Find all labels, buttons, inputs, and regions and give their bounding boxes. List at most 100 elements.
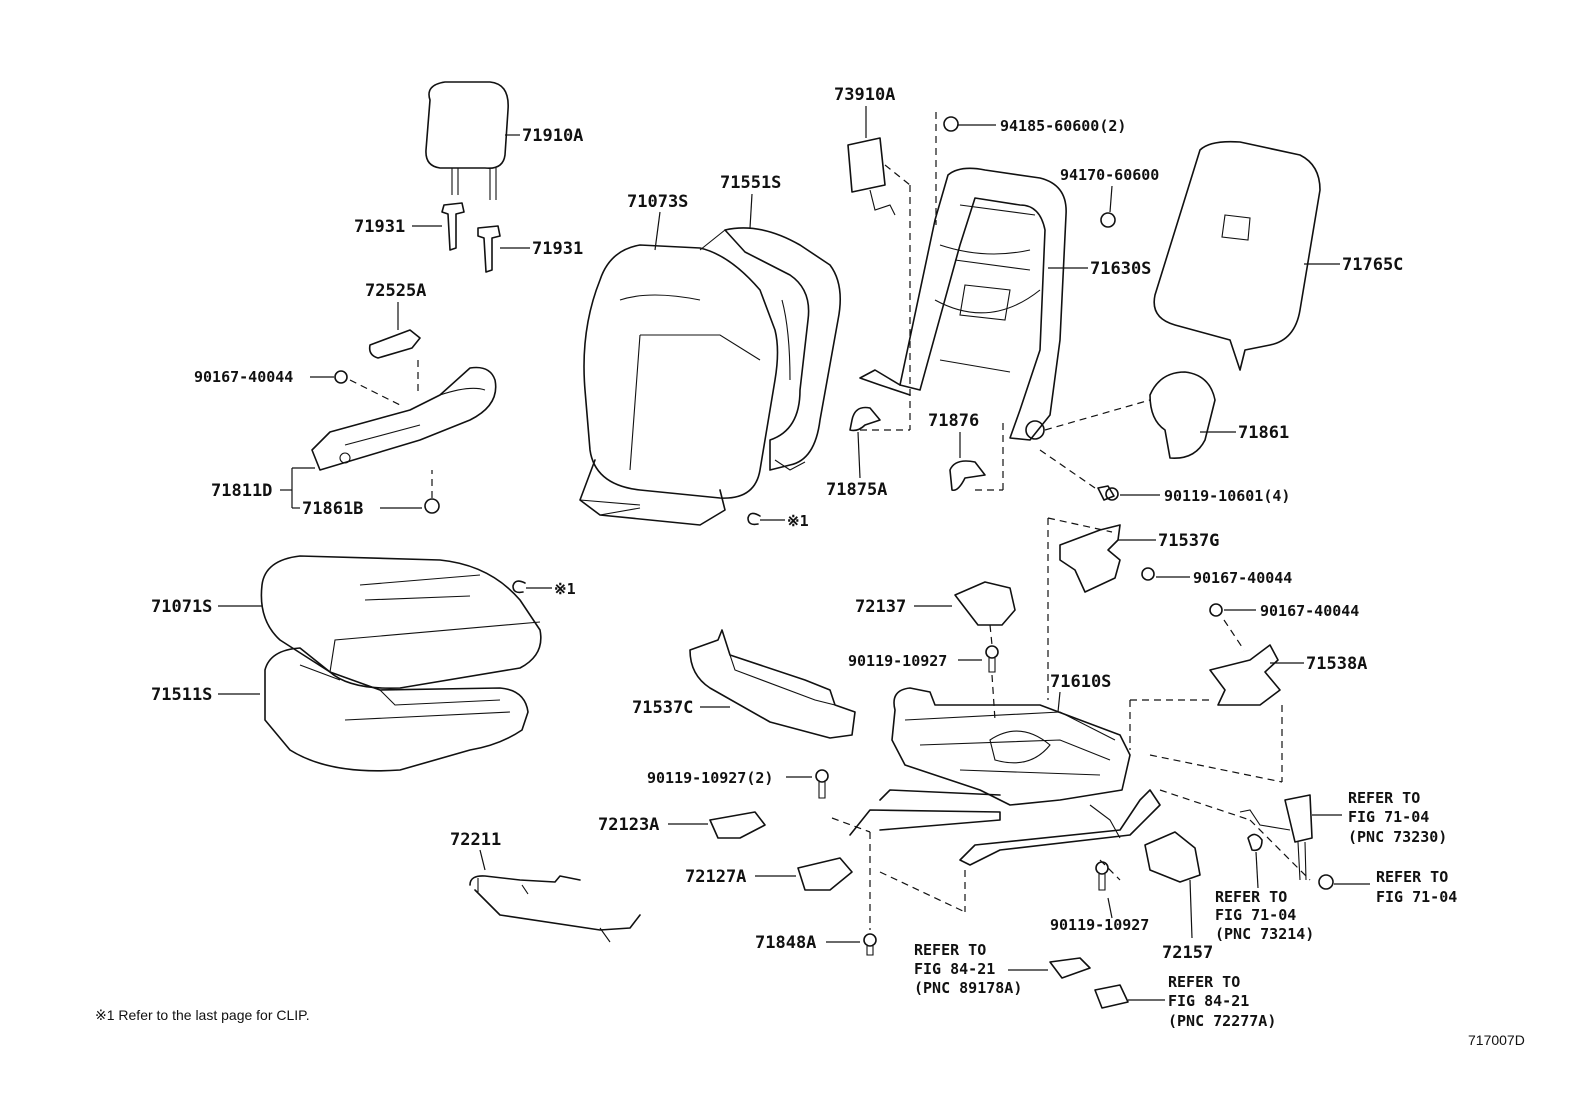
ref-73214-line3: (PNC 73214)	[1215, 925, 1314, 943]
ref-73230-line3: (PNC 73230)	[1348, 828, 1447, 846]
screw-90167-c	[1209, 603, 1256, 651]
cushion-cover-part	[260, 555, 542, 689]
cover-72157-part	[1144, 831, 1201, 939]
footnote: ※1 Refer to the last page for CLIP.	[95, 1007, 310, 1023]
label-71861: 71861	[1238, 423, 1289, 443]
ref-89178A-line1: REFER TO	[914, 941, 986, 959]
shield-71537C-part	[689, 629, 856, 739]
label-90167-40044-a: 90167-40044	[194, 368, 293, 386]
cushion-pad-part	[264, 647, 529, 772]
clip-71875A-part	[849, 406, 881, 479]
label-71931-right: 71931	[532, 239, 583, 259]
label-72157: 72157	[1162, 943, 1213, 963]
bracket-71811D	[280, 467, 315, 509]
label-71610S: 71610S	[1050, 672, 1111, 692]
leader-71551S	[749, 193, 753, 229]
label-72123A: 72123A	[598, 815, 659, 835]
label-90167-40044-c: 90167-40044	[1260, 602, 1359, 620]
label-71876: 71876	[928, 411, 979, 431]
back-board-part	[1153, 140, 1340, 371]
connector-89178A-part	[1008, 957, 1091, 979]
bolt-90119-10927-a	[958, 645, 999, 721]
headrest-support-right	[477, 225, 530, 273]
dash-lines-track	[831, 789, 1311, 930]
label-90119-10927-b: 90119-10927(2)	[647, 769, 773, 787]
recliner-lever-part	[368, 302, 421, 395]
screw-90167-b	[1141, 567, 1190, 581]
label-94185-60600: 94185-60600(2)	[1000, 117, 1126, 135]
ref-73230-line2: FIG 71-04	[1348, 808, 1429, 826]
dash-lines-right	[1047, 517, 1283, 783]
label-71630S: 71630S	[1090, 259, 1151, 279]
nut-94185	[935, 112, 996, 225]
label-71861B: 71861B	[302, 499, 363, 519]
ref-89178A-line2: FIG 84-21	[914, 960, 995, 978]
leader-71073S	[654, 211, 661, 251]
screw-90167-a	[310, 370, 401, 406]
label-71765C: 71765C	[1342, 255, 1403, 275]
bolt-90119-10927-b	[786, 769, 829, 799]
nut-94170	[1100, 185, 1116, 228]
recliner-cover-71861-part	[1149, 371, 1236, 459]
headrest-support-left	[412, 202, 465, 251]
cover-72137-part	[954, 581, 1016, 646]
ref-71-04-line2: FIG 71-04	[1376, 888, 1457, 906]
label-72137: 72137	[855, 597, 906, 617]
bolt-90119-10927-c	[1095, 861, 1113, 919]
dash-to-90119-10601	[1039, 449, 1096, 489]
dash-to-71861	[1044, 399, 1151, 431]
ref-89178A-line3: (PNC 89178A)	[914, 979, 1022, 997]
ref-73214-line2: FIG 71-04	[1215, 906, 1296, 924]
seatback-cover-part	[579, 244, 779, 526]
ref-72277A-line2: FIG 84-21	[1168, 992, 1249, 1010]
clip-71861B	[380, 470, 440, 514]
clip-label-1: ※1	[787, 512, 809, 530]
clip-mark-1	[747, 512, 785, 526]
clip-mark-2	[512, 580, 552, 594]
ref-73214-line1: REFER TO	[1215, 888, 1287, 906]
label-72525A: 72525A	[365, 281, 426, 301]
label-71551S: 71551S	[720, 173, 781, 193]
wire-72211-part	[469, 849, 641, 943]
side-shield-part	[311, 366, 497, 471]
clip-label-2: ※1	[554, 580, 576, 598]
headrest-part	[425, 81, 520, 200]
inner-cover-71537G-part	[1059, 524, 1156, 593]
label-71537C: 71537C	[632, 698, 693, 718]
clip-73214-part	[1247, 833, 1263, 889]
label-73910A: 73910A	[834, 85, 895, 105]
label-71811D: 71811D	[211, 481, 272, 501]
clip-71876-part	[949, 420, 1004, 492]
label-72127A: 72127A	[685, 867, 746, 887]
label-71931-left: 71931	[354, 217, 405, 237]
outer-cover-71538A-part	[1209, 644, 1304, 706]
label-90119-10601: 90119-10601(4)	[1164, 487, 1290, 505]
connector-72277A-part	[1094, 984, 1165, 1009]
label-72211: 72211	[450, 830, 501, 850]
label-94170-60600: 94170-60600	[1060, 166, 1159, 184]
ref-72277A-line1: REFER TO	[1168, 973, 1240, 991]
airbag-module-part	[847, 137, 911, 431]
belt-buckle-part	[1239, 794, 1342, 881]
figure-id: 717007D	[1468, 1032, 1525, 1048]
label-71073S: 71073S	[627, 192, 688, 212]
ref-73230-line1: REFER TO	[1348, 789, 1420, 807]
bolt-90119-10601	[1097, 485, 1160, 501]
seatback-frame-part	[859, 167, 1088, 441]
seatback-pad-part	[699, 227, 841, 471]
label-90119-10927-a: 90119-10927	[848, 652, 947, 670]
label-90167-40044-b: 90167-40044	[1193, 569, 1292, 587]
ref-71-04-line1: REFER TO	[1376, 868, 1448, 886]
cover-72123A-part	[668, 811, 766, 839]
seat-frame-adjuster-part	[849, 687, 1161, 866]
cover-72127A-part	[755, 857, 853, 891]
label-90119-10927-c: 90119-10927	[1050, 916, 1149, 934]
ref-72277A-line3: (PNC 72277A)	[1168, 1012, 1276, 1030]
label-71875A: 71875A	[826, 480, 887, 500]
label-71537G: 71537G	[1158, 531, 1219, 551]
clip-71848A-part	[826, 933, 877, 956]
label-71071S: 71071S	[151, 597, 212, 617]
label-71511S: 71511S	[151, 685, 212, 705]
label-71910A: 71910A	[522, 126, 583, 146]
